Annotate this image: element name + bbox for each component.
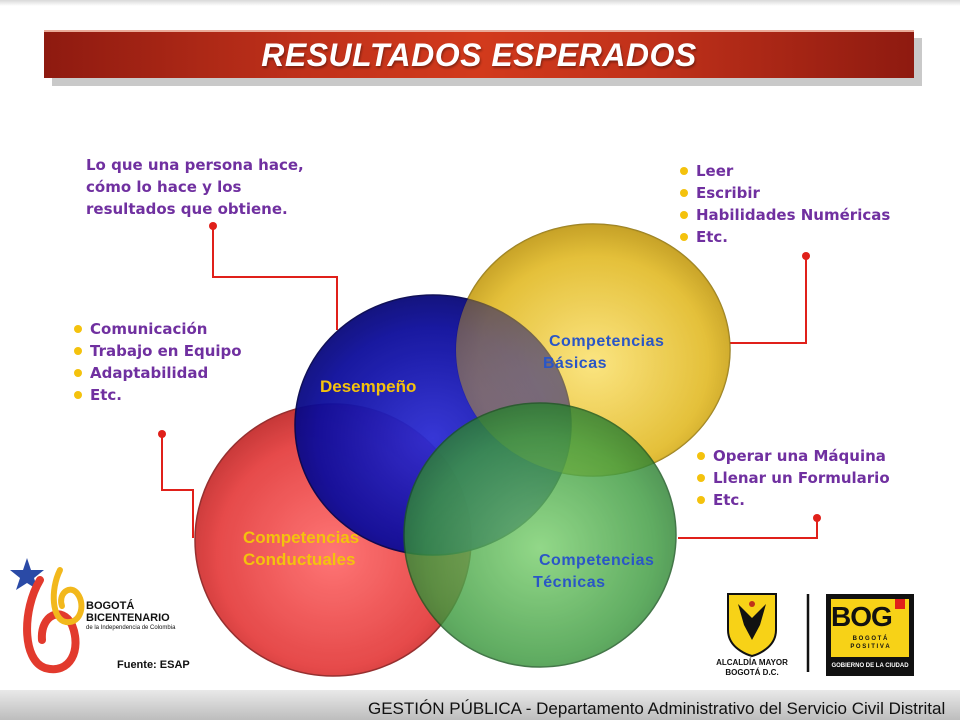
list-item: Etc. <box>74 384 242 406</box>
list-item: Etc. <box>680 226 890 248</box>
bog-logo-subtitle: B O G O T Á P O S I T I V A <box>850 636 890 650</box>
bog-logo <box>826 594 914 676</box>
connector-desempeno <box>212 226 338 330</box>
alcaldia-logo-text: ALCALDÍA MAYOR BOGOTÁ D.C. <box>716 658 788 677</box>
circle-tecnicas <box>403 402 677 668</box>
footer-text: GESTIÓN PÚBLICA - Departamento Administr… <box>368 699 946 718</box>
bullet-icon <box>697 452 705 460</box>
desempeno-description-line: Lo que una persona hace, <box>86 156 304 174</box>
basicas-list: Leer Escribir Habilidades Numéricas Etc. <box>680 160 890 248</box>
connector-conductuales <box>161 434 194 538</box>
circle-label-conductuales: Competencias Conductuales <box>243 528 360 569</box>
desempeno-description-line: cómo lo hace y los <box>86 178 242 196</box>
connector-lines <box>161 226 818 539</box>
list-item: Llenar un Formulario <box>697 467 890 489</box>
bullet-icon <box>74 347 82 355</box>
bicentenario-logo-text: BOGOTÁ BICENTENARIO de la Independencia … <box>86 600 176 631</box>
source-note: Fuente: ESAP <box>117 659 190 671</box>
footer-bar <box>0 690 960 720</box>
connector-dot <box>158 430 166 438</box>
bicentenario-logo <box>10 558 85 674</box>
eagle-icon <box>738 604 766 640</box>
bullet-icon <box>74 391 82 399</box>
list-item: Adaptabilidad <box>74 362 242 384</box>
list-item: Habilidades Numéricas <box>680 204 890 226</box>
tecnicas-list: Operar una Máquina Llenar un Formulario … <box>697 445 890 511</box>
conductuales-list: Comunicación Trabajo en Equipo Adaptabil… <box>74 318 242 406</box>
bog-red-square <box>895 599 905 609</box>
top-bar <box>0 0 960 6</box>
connector-dot <box>209 222 217 230</box>
connector-dot <box>802 252 810 260</box>
bullet-icon <box>697 474 705 482</box>
list-item: Comunicación <box>74 318 242 340</box>
list-item: Trabajo en Equipo <box>74 340 242 362</box>
bullet-icon <box>680 167 688 175</box>
connector-tecnicas <box>678 518 818 539</box>
bullet-icon <box>680 211 688 219</box>
list-item: Operar una Máquina <box>697 445 890 467</box>
bullet-icon <box>74 325 82 333</box>
list-item: Etc. <box>697 489 890 511</box>
circle-label-basicas: Competencias Básicas <box>543 333 665 372</box>
circle-label-desempeno: Desempeño <box>320 377 417 396</box>
list-item: Leer <box>680 160 890 182</box>
desempeno-description-line: resultados que obtiene. <box>86 200 288 218</box>
star-icon <box>10 558 44 590</box>
alcaldia-logo <box>727 593 777 658</box>
bog-logo-mark: BOG <box>831 601 893 632</box>
connector-basicas <box>730 256 807 344</box>
desempeno-description: Lo que una persona hace, cómo lo hace y … <box>86 154 326 220</box>
list-item: Escribir <box>680 182 890 204</box>
bullet-icon <box>680 189 688 197</box>
bullet-icon <box>74 369 82 377</box>
page-title: RESULTADOS ESPERADOS <box>261 36 697 73</box>
bullet-icon <box>697 496 705 504</box>
bullet-icon <box>680 233 688 241</box>
title-banner: RESULTADOS ESPERADOS <box>44 30 914 78</box>
number-six-yellow <box>50 567 85 626</box>
number-six-red <box>23 576 80 674</box>
bog-logo-footer: GOBIERNO DE LA CIUDAD <box>831 663 909 669</box>
circle-label-tecnicas: Competencias Técnicas <box>533 552 655 591</box>
connector-dot <box>813 514 821 522</box>
